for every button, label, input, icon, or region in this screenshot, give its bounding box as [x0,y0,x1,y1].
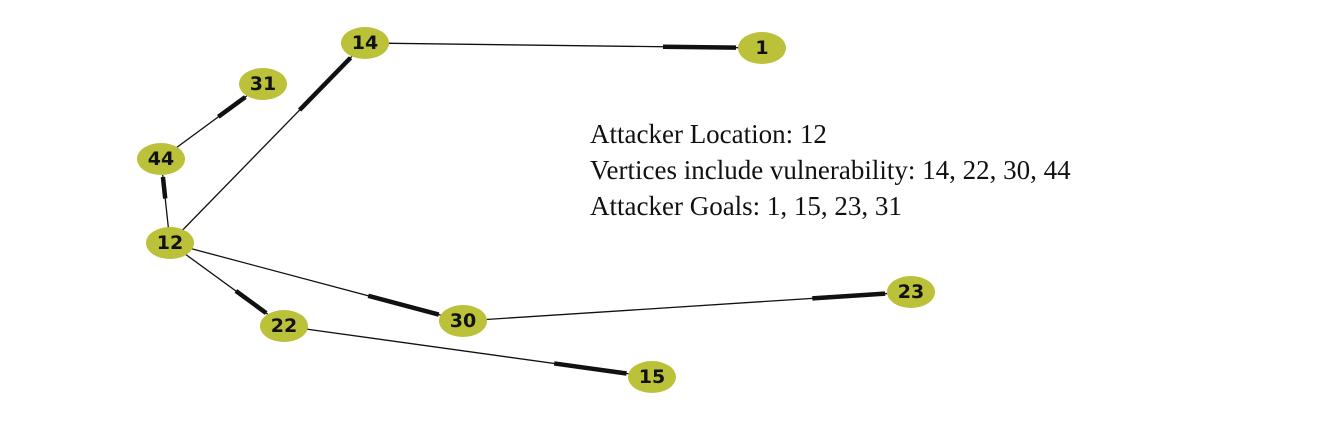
node-label: 23 [898,281,924,303]
node-44: 44 [137,143,185,175]
node-1: 1 [738,32,786,64]
node-circle [146,227,194,259]
node-label: 1 [755,37,768,59]
node-circle [628,361,676,393]
edge-12-22 [169,242,269,315]
node-30: 30 [439,305,487,337]
node-circle [260,310,308,342]
node-15: 15 [628,361,676,393]
node-circle [137,143,185,175]
edge-arrow-12-30 [367,293,440,317]
edge-30-23 [462,291,888,322]
node-31: 31 [239,68,287,100]
edge-arrow-14-1 [662,44,737,50]
graph-nodes: 14 1 31 44 12 22 30 23 15 [137,27,935,393]
node-14: 14 [341,27,389,59]
edge-arrow-44-31 [216,95,247,119]
node-circle [738,32,786,64]
attacker-goals-text: Attacker Goals: 1, 15, 23, 31 [590,191,902,221]
edge-arrow-12-22 [234,289,268,315]
attacker-location-text: Attacker Location: 12 [590,119,827,149]
edge-arrow-12-44 [160,176,168,199]
edge-arrow-22-15 [553,361,627,376]
node-label: 15 [639,366,665,388]
edge-12-14 [169,55,353,244]
node-circle [439,305,487,337]
edge-22-15 [283,325,629,376]
node-label: 44 [148,148,174,170]
edge-14-1 [364,42,739,50]
node-circle [887,276,935,308]
edge-arrow-30-23 [812,291,886,301]
node-label: 30 [450,310,476,332]
vulnerable-vertices-text: Vertices include vulnerability: 14, 22, … [590,155,1071,185]
node-label: 31 [250,73,276,95]
node-circle [239,68,287,100]
edge-12-30 [169,242,441,317]
node-23: 23 [887,276,935,308]
node-label: 14 [352,32,378,54]
node-12: 12 [146,227,194,259]
edge-arrow-12-14 [297,56,353,112]
graph-edges [160,42,888,376]
node-22: 22 [260,310,308,342]
node-circle [341,27,389,59]
node-label: 22 [271,315,297,337]
node-label: 12 [157,232,183,254]
graph-info-panel: Attacker Location: 12 Vertices include v… [590,116,1071,224]
